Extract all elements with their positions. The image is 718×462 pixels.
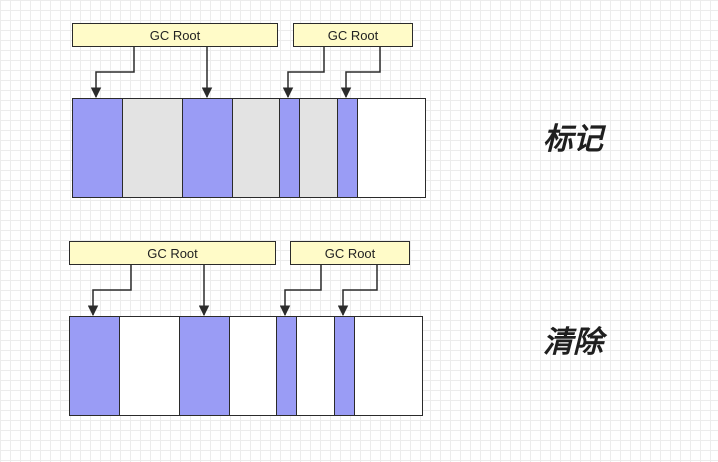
memory-block-live: [183, 99, 233, 197]
memory-block-free: [120, 317, 180, 415]
memory-block-live: [180, 317, 230, 415]
memory-block-live: [73, 99, 123, 197]
reference-arrow: [282, 47, 325, 99]
reference-arrow: [279, 265, 322, 317]
reference-arrow: [340, 47, 381, 99]
gc-root-box: GC Root: [69, 241, 276, 265]
memory-block-free: [230, 317, 277, 415]
memory-block-dead: [233, 99, 280, 197]
gc-root-box: GC Root: [72, 23, 278, 47]
memory-block-free: [297, 317, 335, 415]
memory-block-free: [355, 317, 422, 415]
reference-arrow: [90, 47, 135, 99]
memory-block-live: [338, 99, 358, 197]
memory-block-free: [358, 99, 425, 197]
gc-root-box: GC Root: [293, 23, 413, 47]
heap-memory-sweep: [69, 316, 423, 416]
memory-block-dead: [123, 99, 183, 197]
memory-block-live: [280, 99, 300, 197]
reference-arrow: [87, 265, 132, 317]
gc-root-label: GC Root: [147, 245, 198, 261]
memory-block-live: [277, 317, 297, 415]
stage-label-sweep: 清除: [543, 325, 603, 360]
memory-block-dead: [300, 99, 338, 197]
memory-block-live: [335, 317, 355, 415]
gc-root-label: GC Root: [149, 27, 201, 43]
stage-label-mark: 标记: [543, 122, 603, 157]
gc-root-box: GC Root: [290, 241, 410, 265]
memory-block-live: [70, 317, 120, 415]
reference-arrow: [337, 265, 378, 317]
gc-root-label: GC Root: [327, 27, 379, 43]
gc-root-label: GC Root: [324, 245, 376, 261]
heap-memory-mark: [72, 98, 426, 198]
